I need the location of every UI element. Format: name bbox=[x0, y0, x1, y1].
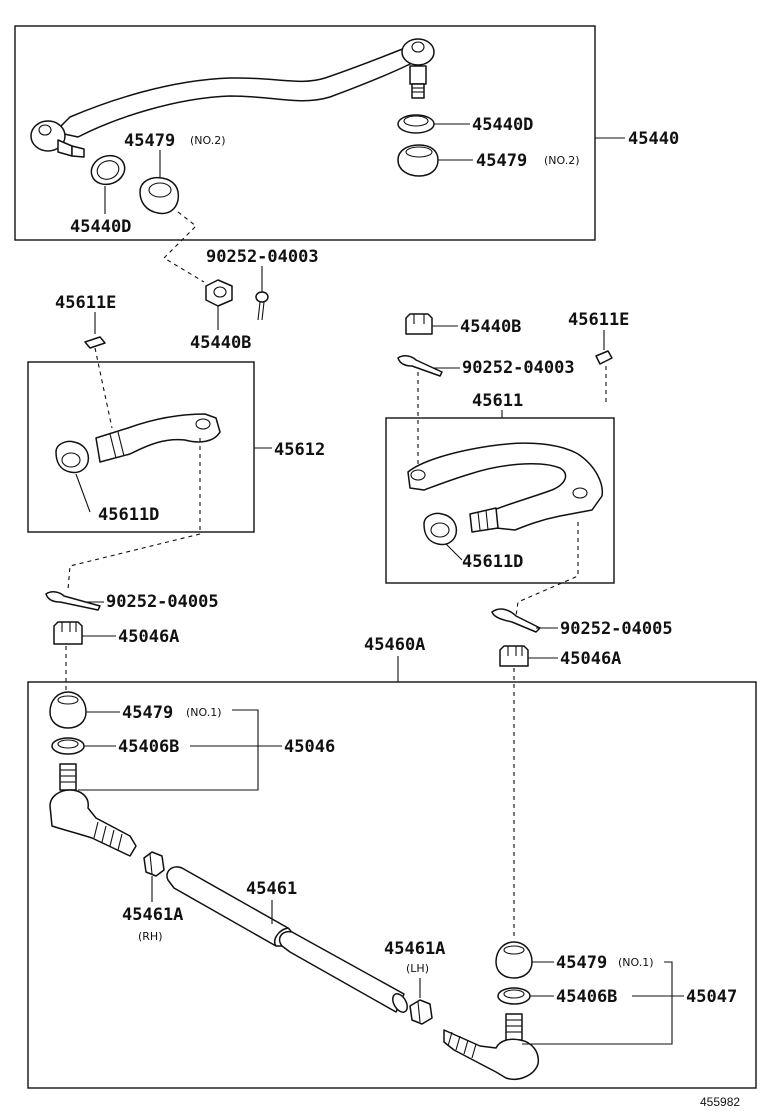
castle-nut-45440b-right bbox=[405, 313, 433, 335]
group-box-45460a bbox=[27, 681, 757, 1089]
label-45461: 45461 bbox=[246, 879, 297, 899]
group-box-45611 bbox=[385, 417, 615, 584]
castle-nut-45440b-left bbox=[205, 279, 233, 307]
boot-45479-no1-left bbox=[49, 691, 87, 729]
dust-seal-45440d-left bbox=[90, 154, 126, 186]
drag-link-rod bbox=[30, 38, 435, 158]
label-45046: 45046 bbox=[284, 737, 335, 757]
group-box-45440 bbox=[14, 25, 596, 241]
label-45479-top: 45479 bbox=[476, 151, 527, 171]
label-45479-no1-right: 45479 bbox=[556, 953, 607, 973]
pitman-arm-45612 bbox=[95, 413, 221, 463]
label-45479-left: 45479 bbox=[124, 131, 175, 151]
label-45440: 45440 bbox=[628, 129, 679, 149]
label-90252-04005-left: 90252-04005 bbox=[106, 592, 219, 612]
label-45611e-right: 45611E bbox=[568, 310, 629, 330]
label-45612: 45612 bbox=[274, 440, 325, 460]
label-45461a-lh: 45461A bbox=[384, 939, 445, 959]
label-45611: 45611 bbox=[472, 391, 523, 411]
label-45479-no1-left: 45479 bbox=[122, 703, 173, 723]
key-45611e-right bbox=[595, 350, 613, 365]
cotter-pin-90252-04003-right bbox=[397, 355, 443, 377]
label-45406b-right: 45406B bbox=[556, 987, 617, 1007]
label-45479-top-sub: (NO.2) bbox=[544, 154, 580, 167]
label-90252-04005-right: 90252-04005 bbox=[560, 619, 673, 639]
nut-45611d-left bbox=[55, 440, 90, 474]
label-45440b-right: 45440B bbox=[460, 317, 521, 337]
boot-45479-top bbox=[397, 144, 439, 177]
label-45046a-left: 45046A bbox=[118, 627, 179, 647]
label-45460a: 45460A bbox=[364, 635, 425, 655]
seal-45406b-left bbox=[51, 737, 85, 755]
label-45611d-left: 45611D bbox=[98, 505, 159, 525]
label-45046a-right: 45046A bbox=[560, 649, 621, 669]
label-45611e-left: 45611E bbox=[55, 293, 116, 313]
label-90252-04003-right: 90252-04003 bbox=[462, 358, 575, 378]
key-45611e-left bbox=[84, 336, 106, 349]
cotter-pin-90252-04005-right bbox=[491, 608, 541, 633]
cotter-pin-90252-04003-left bbox=[255, 291, 269, 321]
boot-45479-left bbox=[139, 176, 180, 215]
label-45440d-top: 45440D bbox=[472, 115, 533, 135]
label-45479-no1-left-sub: (NO.1) bbox=[186, 706, 222, 719]
boot-45479-no1-right bbox=[495, 941, 533, 979]
figure-reference-number: 455982 bbox=[700, 1095, 740, 1109]
label-45611d-right: 45611D bbox=[462, 552, 523, 572]
label-45440b-left: 45440B bbox=[190, 333, 251, 353]
label-45461a-rh-sub: (RH) bbox=[138, 930, 163, 943]
tie-rod-end-45046 bbox=[49, 763, 137, 857]
lock-nut-45461a-lh bbox=[409, 999, 433, 1025]
label-45406b-left: 45406B bbox=[118, 737, 179, 757]
castle-nut-45046a-right bbox=[499, 645, 529, 667]
label-45047: 45047 bbox=[686, 987, 737, 1007]
nut-45611d-right bbox=[423, 512, 458, 546]
group-box-45612 bbox=[27, 361, 255, 533]
dust-seal-45440d-top bbox=[397, 114, 435, 134]
lock-nut-45461a-rh bbox=[143, 851, 165, 877]
label-45461a-lh-sub: (LH) bbox=[406, 962, 429, 975]
tie-rod-end-45047 bbox=[443, 1013, 540, 1080]
label-90252-04003-left: 90252-04003 bbox=[206, 247, 319, 267]
label-45461a-rh: 45461A bbox=[122, 905, 183, 925]
steering-knuckle-arm-45611 bbox=[407, 442, 604, 533]
castle-nut-45046a-left bbox=[53, 621, 83, 645]
label-45479-left-sub: (NO.2) bbox=[190, 134, 226, 147]
tie-rod-tube-45461 bbox=[166, 866, 408, 1013]
label-45440d-left: 45440D bbox=[70, 217, 131, 237]
cotter-pin-90252-04005-left bbox=[45, 591, 101, 611]
seal-45406b-right bbox=[497, 987, 531, 1005]
label-45479-no1-right-sub: (NO.1) bbox=[618, 956, 654, 969]
